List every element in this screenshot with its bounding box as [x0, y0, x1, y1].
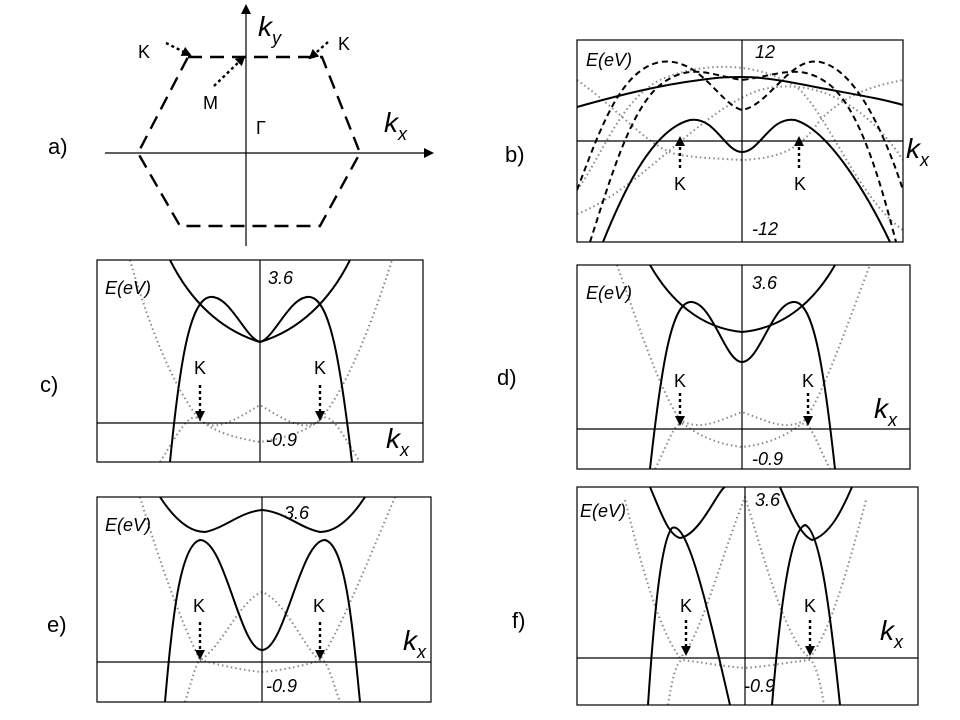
- panel-label-b: b): [505, 142, 525, 167]
- panel-c: c) E(eV) 3.6 -0.9 kx K K: [40, 259, 424, 463]
- band-dotted: [159, 416, 361, 462]
- top-value: 3.6: [268, 268, 294, 288]
- band-solid: [577, 75, 903, 108]
- band-dotted: [577, 79, 903, 162]
- k-label-left: K: [680, 596, 692, 616]
- xlabel: kx: [386, 423, 410, 460]
- m-point-label: M: [203, 93, 218, 113]
- k-label-left: K: [193, 596, 205, 616]
- band-solid: [779, 487, 853, 542]
- panel-f: f) E(eV) 3.6 -0.9 kx K K: [512, 486, 919, 706]
- band-dotted: [616, 265, 871, 427]
- band-solid: [771, 523, 841, 705]
- band-dotted: [577, 65, 903, 231]
- panel-b: b) E(eV) 12 -12 kx K K: [505, 39, 930, 243]
- top-value: 3.6: [752, 273, 778, 293]
- panel-label-c: c): [40, 372, 58, 397]
- panel-label-f: f): [512, 608, 525, 633]
- panel-label-a: a): [48, 134, 68, 159]
- ylabel: E(eV): [105, 278, 151, 298]
- k-label-right: K: [794, 174, 806, 194]
- k-point-label-left: K: [138, 42, 150, 62]
- top-value: 12: [755, 42, 775, 62]
- ky-label: ky: [258, 11, 282, 48]
- top-value: 3.6: [284, 503, 310, 523]
- k-label-left: K: [194, 358, 206, 378]
- panel-d: d) E(eV) 3.6 -0.9 kx K K: [497, 264, 911, 470]
- ylabel: E(eV): [105, 515, 151, 535]
- frame: [96, 496, 432, 703]
- k-label-right: K: [313, 596, 325, 616]
- bottom-value: -0.9: [744, 676, 775, 696]
- k-label-right: K: [804, 596, 816, 616]
- k-label-right: K: [802, 371, 814, 391]
- bottom-value: -0.9: [752, 449, 783, 469]
- ylabel: E(eV): [586, 50, 632, 70]
- xlabel: kx: [874, 393, 898, 430]
- ylabel: E(eV): [580, 501, 626, 521]
- k-label-right: K: [314, 358, 326, 378]
- band-dotted: [667, 658, 825, 705]
- hexagon-zone-boundary: [136, 55, 362, 228]
- bottom-value: -12: [752, 219, 778, 239]
- band-dotted: [577, 85, 903, 215]
- k-label-left: K: [674, 174, 686, 194]
- panel-e: e) E(eV) 3.6 -0.9 kx K K: [47, 496, 432, 703]
- band-dotted: [129, 260, 393, 427]
- frame: [576, 264, 911, 470]
- xlabel: kx: [403, 625, 427, 662]
- arrow-to-k-right: [308, 41, 329, 60]
- arrow-to-k-left: [165, 41, 192, 57]
- band-dashed: [589, 70, 897, 242]
- k-point-label-right: K: [338, 34, 350, 54]
- band-solid: [647, 526, 731, 705]
- top-value: 3.6: [755, 490, 781, 510]
- panel-a-brillouin-zone: a) ky kx K K M Γ: [48, 4, 434, 246]
- panel-label-e: e): [47, 612, 67, 637]
- band-solid: [649, 487, 726, 540]
- band-dotted: [139, 497, 396, 662]
- bottom-value: -0.9: [266, 676, 297, 696]
- k-label-left: K: [674, 371, 686, 391]
- arrow-to-m: [213, 55, 246, 87]
- xlabel: kx: [880, 615, 904, 652]
- panel-label-d: d): [497, 365, 517, 390]
- kx-label: kx: [384, 107, 408, 144]
- frame: [576, 486, 919, 706]
- xlabel: kx: [906, 133, 930, 170]
- ylabel: E(eV): [586, 283, 632, 303]
- bottom-value: -0.9: [266, 430, 297, 450]
- band-dashed: [577, 60, 903, 191]
- band-solid: [169, 295, 353, 462]
- gamma-point-label: Γ: [256, 118, 266, 138]
